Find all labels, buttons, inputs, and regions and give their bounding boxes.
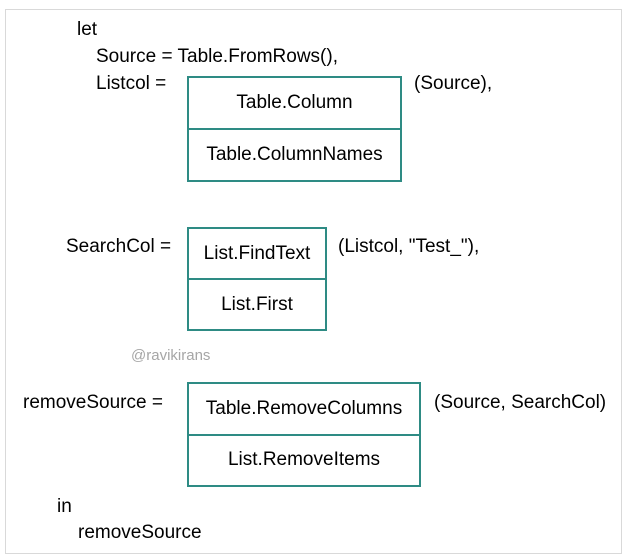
listcol-options-box: Table.Column Table.ColumnNames — [187, 76, 402, 182]
in-keyword: in — [57, 496, 72, 517]
watermark-text: @ravikirans — [131, 347, 211, 364]
listcol-args: (Source), — [414, 73, 493, 94]
source-line: Source = Table.FromRows(), — [96, 46, 338, 67]
listcol-option-table-column: Table.Column — [236, 92, 353, 113]
remove-label: removeSource = — [23, 392, 163, 413]
listcol-label: Listcol = — [96, 73, 167, 94]
remove-args: (Source, SearchCol) — [434, 392, 607, 413]
searchcol-label: SearchCol = — [66, 236, 172, 257]
let-keyword: let — [77, 19, 98, 40]
result-line: removeSource — [78, 522, 202, 543]
diagram-frame — [5, 9, 622, 554]
searchcol-options-box: List.FindText List.First — [187, 227, 327, 331]
searchcol-args: (Listcol, "Test_"), — [338, 236, 480, 257]
searchcol-option-list-findtext: List.FindText — [203, 242, 311, 264]
remove-options-box: Table.RemoveColumns List.RemoveItems — [187, 382, 421, 487]
remove-option-list-removeitems: List.RemoveItems — [189, 433, 419, 486]
remove-option-table-removecolumns: Table.RemoveColumns — [205, 397, 403, 419]
listcol-option-table-columnnames: Table.ColumnNames — [189, 128, 400, 180]
searchcol-option-list-first: List.First — [189, 278, 325, 329]
